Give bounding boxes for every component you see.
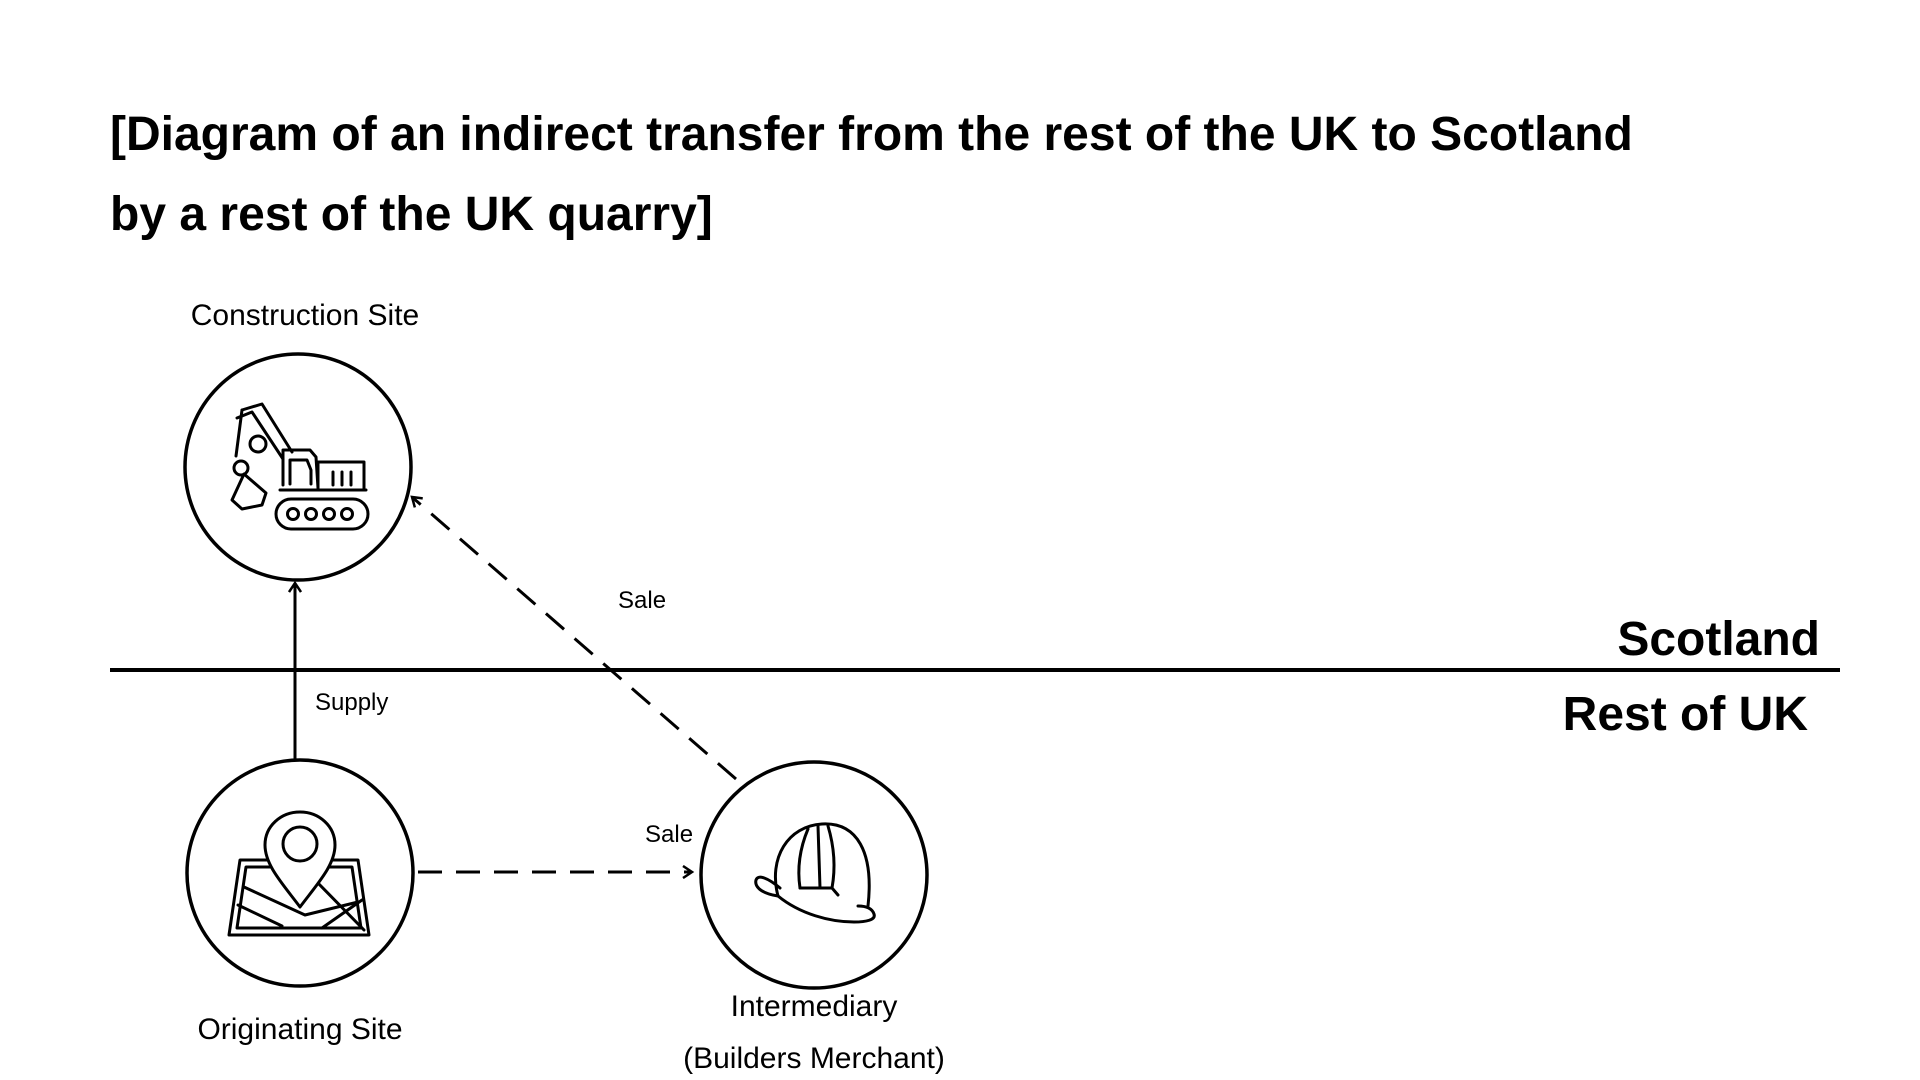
region-label-scotland: Scotland <box>1617 613 1820 666</box>
map-pin-icon <box>227 810 371 937</box>
intermediary-node <box>699 760 929 990</box>
excavator-icon <box>230 402 370 531</box>
sale-label-upper: Sale <box>618 587 666 614</box>
diagram-title-line-1: [Diagram of an indirect transfer from th… <box>110 108 1633 161</box>
originating-site-label: Originating Site <box>197 1013 402 1046</box>
intermediary-label-line-2: (Builders Merchant) <box>683 1042 945 1075</box>
construction-site-node <box>183 352 413 582</box>
construction-site-label: Construction Site <box>191 299 419 332</box>
supply-label: Supply <box>315 689 388 716</box>
intermediary-label-line-1: Intermediary <box>731 990 898 1023</box>
sale-arrow-to-construction <box>412 497 737 781</box>
region-label-rest-of-uk: Rest of UK <box>1563 688 1809 741</box>
hard-hat-icon <box>754 822 876 924</box>
sale-label-lower: Sale <box>645 821 693 848</box>
diagram-title-line-2: by a rest of the UK quarry] <box>110 188 713 241</box>
